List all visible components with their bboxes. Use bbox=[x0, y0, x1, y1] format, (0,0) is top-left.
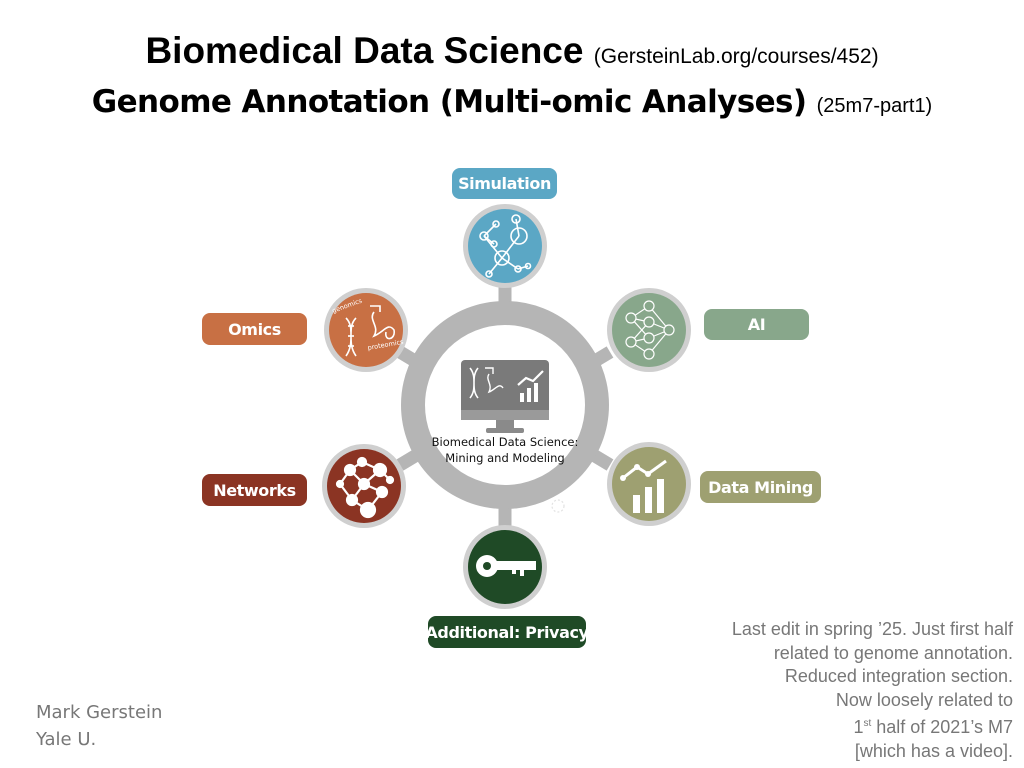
author-affiliation: Yale U. bbox=[36, 729, 97, 750]
course-url: (GersteinLab.org/courses/452) bbox=[593, 45, 879, 68]
note-line-3: Reduced integration section. bbox=[784, 666, 1013, 686]
dna-omics-icon bbox=[345, 305, 395, 357]
note-line-2: related to genome annotation. bbox=[773, 642, 1013, 663]
edit-note: Last edit in spring ’25. Just first half… bbox=[640, 618, 1013, 763]
lecture-title: Genome Annotation (Multi-omic Analyses) bbox=[91, 84, 807, 120]
title-block: Biomedical Data Science (GersteinLab.org… bbox=[0, 28, 1024, 128]
neural-network-icon bbox=[625, 300, 675, 360]
hub-ring bbox=[401, 301, 609, 509]
label-ai: AI bbox=[704, 309, 809, 340]
bar-chart-trend-icon bbox=[620, 459, 667, 513]
note-line-5-rest: half of 2021’s M7 bbox=[871, 717, 1013, 737]
network-graph-icon bbox=[335, 456, 395, 519]
hub-label-line-1: Biomedical Data Science: bbox=[431, 435, 579, 449]
label-omics: Omics bbox=[202, 313, 307, 345]
label-data-mining: Data Mining bbox=[700, 471, 821, 503]
note-line-6: [which has a video]. bbox=[854, 740, 1013, 761]
hub-center-label: Biomedical Data Science: Mining and Mode… bbox=[425, 434, 585, 466]
node-ai bbox=[607, 288, 691, 372]
note-line-5: 1st half of 2021’s M7 bbox=[640, 712, 1013, 740]
author-name: Mark Gerstein bbox=[36, 702, 163, 723]
node-data-mining bbox=[607, 442, 691, 526]
note-line-5-number: 1 bbox=[853, 717, 864, 737]
note-line-5-suffix: st bbox=[863, 718, 872, 729]
note-line-4: Now loosely related to bbox=[835, 689, 1013, 710]
author-block: Mark Gerstein Yale U. bbox=[36, 699, 162, 753]
lecture-code: (25m7-part1) bbox=[816, 95, 933, 117]
title-line-2: Genome Annotation (Multi-omic Analyses) … bbox=[0, 80, 1024, 128]
node-networks bbox=[322, 444, 406, 528]
course-title: Biomedical Data Science bbox=[145, 30, 584, 71]
label-networks: Networks bbox=[202, 474, 307, 506]
molecule-network-icon bbox=[479, 214, 532, 278]
node-privacy bbox=[463, 525, 547, 609]
hub-label-line-2: Mining and Modeling bbox=[445, 451, 565, 465]
label-privacy: Additional: Privacy bbox=[425, 616, 589, 648]
spinner-icon bbox=[551, 499, 565, 513]
key-icon bbox=[476, 555, 536, 577]
node-omics: genomics proteomics bbox=[324, 288, 408, 372]
node-simulation bbox=[463, 204, 547, 288]
label-simulation: Simulation bbox=[452, 168, 557, 199]
computer-monitor-icon bbox=[461, 360, 549, 433]
title-line-1: Biomedical Data Science (GersteinLab.org… bbox=[0, 28, 1024, 80]
note-line-1: Last edit in spring ’25. Just first half bbox=[731, 619, 1013, 639]
